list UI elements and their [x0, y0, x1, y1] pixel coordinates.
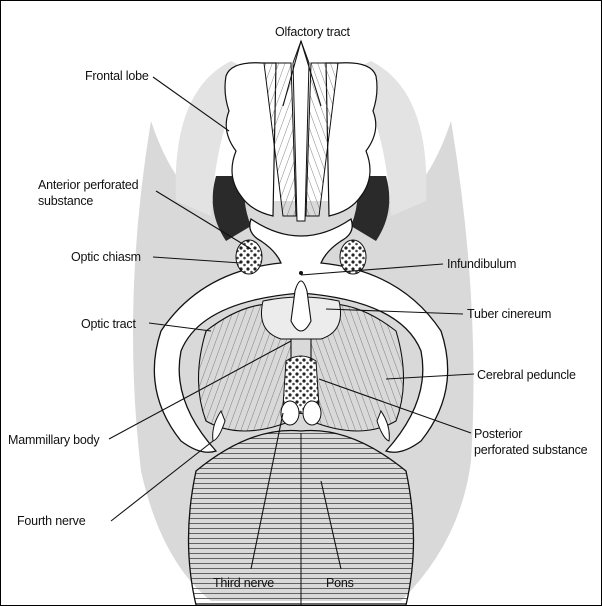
label-anterior-perforated-line2: substance	[38, 193, 93, 209]
label-posterior-perforated-line1: Posterior	[474, 426, 522, 442]
label-posterior-perforated-line2: perforated substance	[474, 442, 587, 458]
label-third-nerve: Third nerve	[213, 575, 274, 591]
label-infundibulum: Infundibulum	[447, 256, 516, 272]
label-cerebral-peduncle: Cerebral peduncle	[477, 367, 576, 383]
label-anterior-perforated-line1: Anterior perforated	[38, 177, 138, 193]
label-optic-tract: Optic tract	[81, 316, 136, 332]
frontal-lobes	[225, 41, 377, 221]
label-fourth-nerve: Fourth nerve	[17, 513, 85, 529]
label-tuber-cinereum: Tuber cinereum	[467, 306, 551, 322]
label-mammillary-body: Mammillary body	[8, 432, 99, 448]
label-olfactory-tract: Olfactory tract	[275, 24, 350, 40]
label-optic-chiasm: Optic chiasm	[71, 249, 141, 265]
label-pons: Pons	[326, 575, 354, 591]
label-frontal-lobe: Frontal lobe	[85, 68, 149, 84]
